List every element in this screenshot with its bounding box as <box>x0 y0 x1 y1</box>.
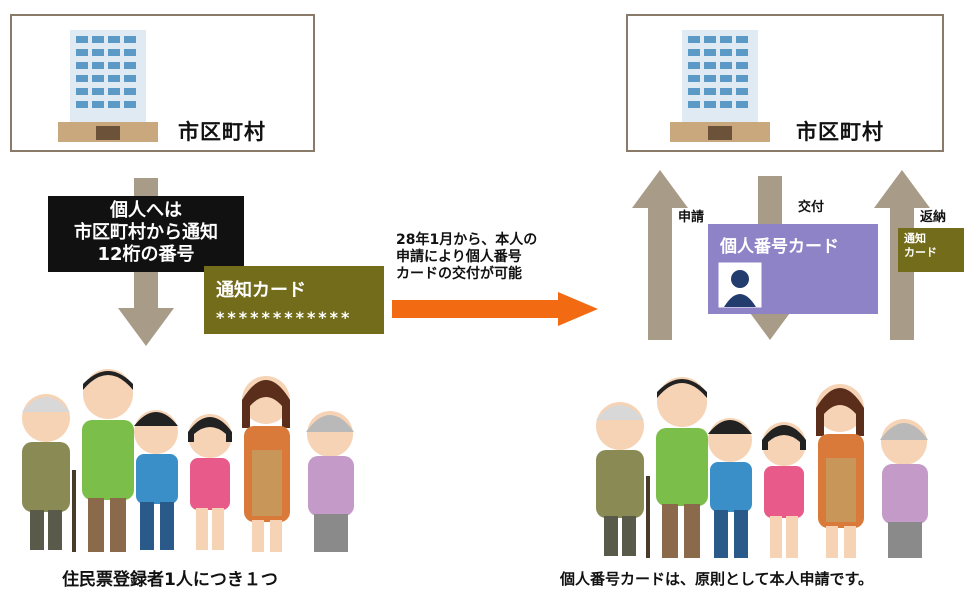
father-figure <box>656 377 708 558</box>
boy-figure <box>134 410 178 550</box>
orange-right-arrow <box>392 292 598 326</box>
right-family-illustration <box>596 377 928 558</box>
left-office-panel: 市区町村 <box>10 14 315 152</box>
grandmother-figure <box>306 411 354 552</box>
small-card-line-1: 通知 <box>904 232 926 245</box>
small-notification-card: 通知 カード <box>898 228 964 272</box>
middle-note-line-3: カードの交付が可能 <box>396 266 522 282</box>
notice-line-1: 個人へは <box>110 200 182 221</box>
mother-figure <box>816 384 864 558</box>
middle-note-line-1: 28年1月から、本人の <box>396 232 538 248</box>
girl-figure <box>762 422 806 558</box>
right-caption: 個人番号カードは、原則として本人申請です。 <box>560 570 874 588</box>
my-number-card: 個人番号カード <box>708 224 878 314</box>
city-office-building-icon <box>670 30 770 142</box>
grandfather-figure <box>22 394 76 552</box>
mother-figure <box>242 376 290 552</box>
notification-card-number: ************ <box>216 308 353 327</box>
right-office-label: 市区町村 <box>796 120 884 144</box>
left-caption: 住民票登録者1人につき１つ <box>62 570 278 590</box>
return-label: 返納 <box>920 210 947 225</box>
boy-figure <box>708 418 752 558</box>
grandmother-figure <box>880 419 928 558</box>
grandfather-figure <box>596 402 650 558</box>
apply-label: 申請 <box>678 210 705 225</box>
notification-card: 通知カード ************ <box>204 266 384 334</box>
middle-note: 28年1月から、本人の 申請により個人番号 カードの交付が可能 <box>396 232 537 283</box>
issue-label: 交付 <box>798 200 825 215</box>
notification-card-title: 通知カード <box>216 280 306 301</box>
small-card-line-2: カード <box>904 246 937 259</box>
left-office-label: 市区町村 <box>178 120 266 144</box>
notice-box: 個人へは 市区町村から通知 12桁の番号 <box>48 196 244 272</box>
left-family-illustration <box>22 369 354 552</box>
notice-line-2: 市区町村から通知 <box>74 222 218 243</box>
father-figure <box>82 369 134 552</box>
right-office-panel: 市区町村 <box>626 14 944 152</box>
girl-figure <box>188 414 232 550</box>
my-number-card-title: 個人番号カード <box>720 237 839 257</box>
apply-up-arrow <box>632 170 688 340</box>
return-up-arrow <box>874 170 930 340</box>
notice-line-3: 12桁の番号 <box>97 244 195 265</box>
id-photo-icon <box>718 262 762 308</box>
city-office-building-icon <box>58 30 158 142</box>
middle-note-line-2: 申請により個人番号 <box>396 249 522 265</box>
